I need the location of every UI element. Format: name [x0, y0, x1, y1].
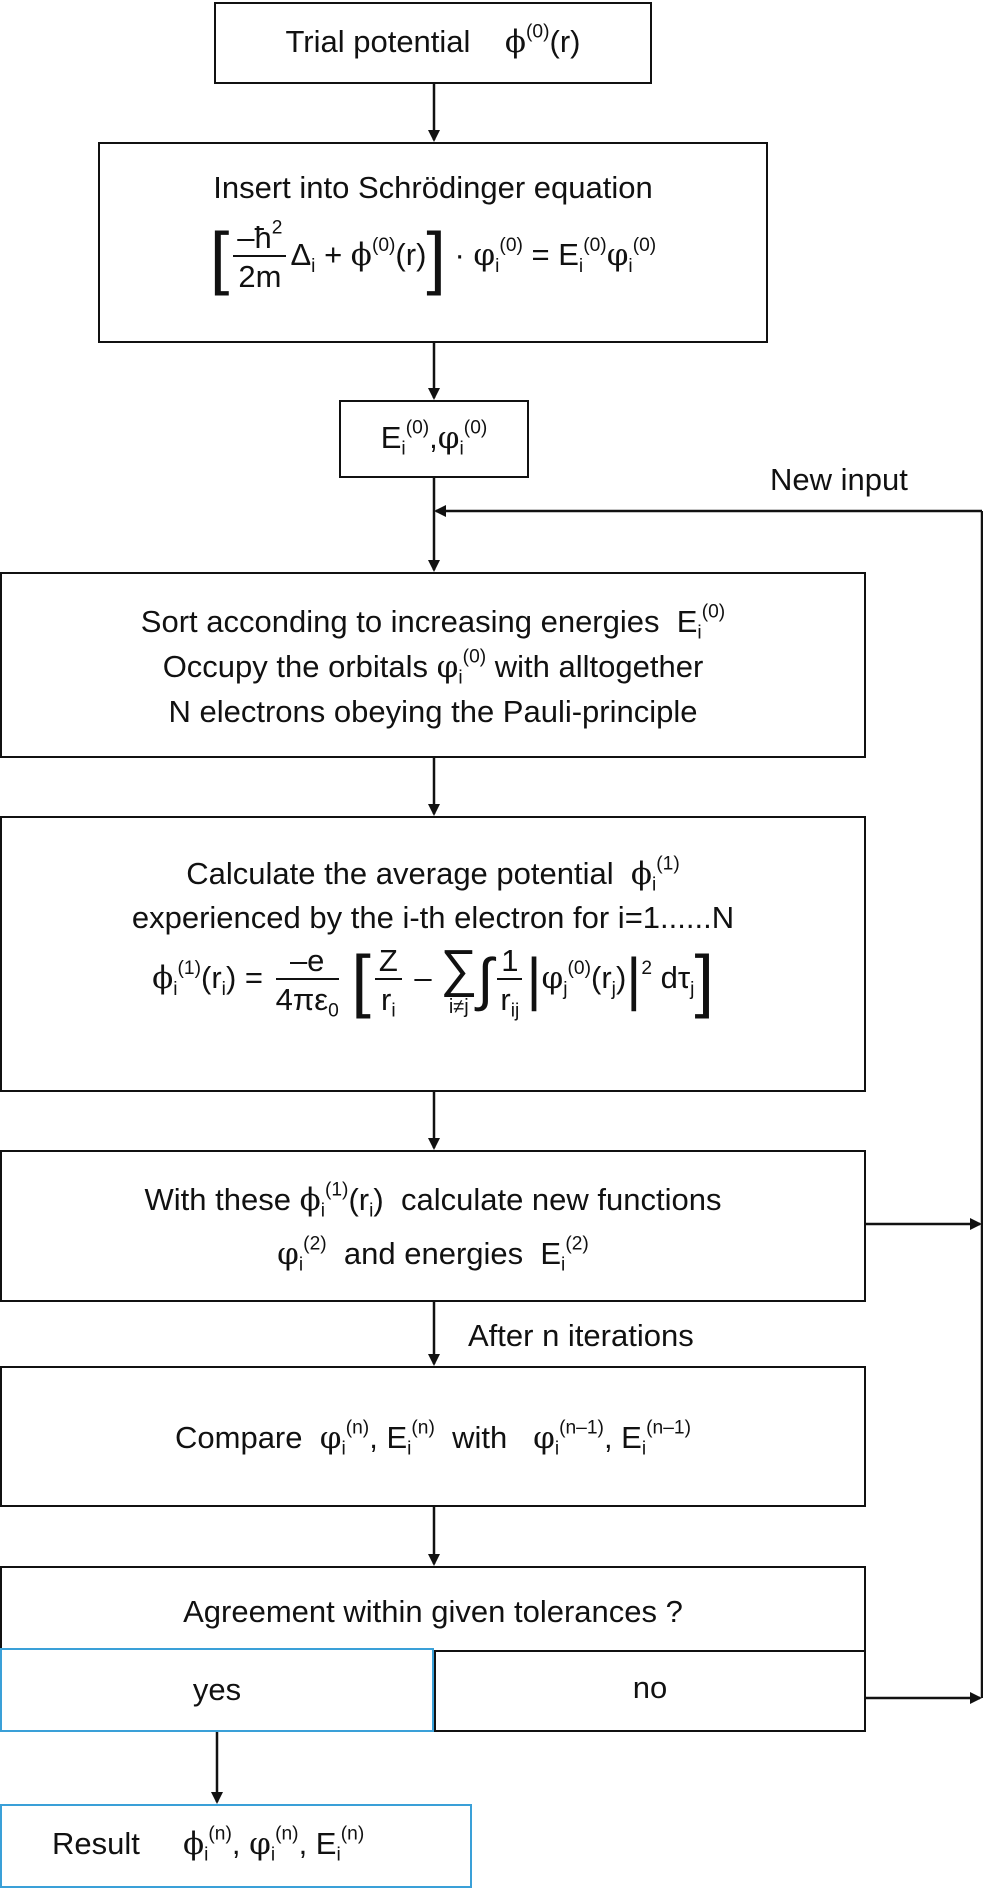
calc-line-2: experienced by the i-th electron for i=1…	[131, 900, 735, 935]
new-functions-line-1b: calculate new functions	[400, 1182, 722, 1217]
schrodinger-title: Insert into Schrödinger equation	[213, 170, 653, 205]
no-label: no	[632, 1670, 668, 1705]
yes-label: yes	[192, 1672, 242, 1707]
after-n-iterations-label: After n iterations	[468, 1318, 694, 1353]
calc-box: Calculate the average potential ϕi(1) ex…	[0, 816, 866, 1092]
initial-solution-box: Ei(0),φi(0)	[339, 400, 529, 478]
result-text: Result ϕi(n), φi(n), Ei(n)	[52, 1823, 365, 1866]
trial-potential-text: Trial potential ϕ(0)(r)	[216, 21, 650, 60]
compare-text: Compare φi(n), Ei(n) with φi(n–1), Ei(n–…	[175, 1417, 691, 1460]
sort-line-2: Occupy the orbitals φi(0) with alltogeth…	[162, 646, 704, 689]
new-functions-line-2-text: and energies	[343, 1236, 524, 1271]
trial-potential-box: Trial potential ϕ(0)(r)	[214, 2, 652, 84]
compare-with: with	[452, 1420, 508, 1455]
sort-line-2b-text: with alltogether	[494, 649, 704, 684]
new-input-label: New input	[770, 462, 908, 497]
agreement-center-divider	[434, 1650, 436, 1730]
yes-cell: yes	[0, 1648, 434, 1732]
new-functions-line-1a: With these	[144, 1182, 291, 1217]
sort-line-2a-text: Occupy the orbitals	[162, 649, 429, 684]
calc-line-1: Calculate the average potential ϕi(1)	[186, 853, 680, 896]
new-functions-line-2: φi(2) and energies Ei(2)	[277, 1233, 589, 1276]
trial-potential-label: Trial potential	[285, 24, 471, 59]
new-functions-line-1: With these ϕi(1)(ri) calculate new funct…	[144, 1179, 722, 1222]
initial-solution-text: Ei(0),φi(0)	[380, 417, 488, 460]
result-box: Result ϕi(n), φi(n), Ei(n)	[0, 1804, 472, 1888]
sort-line-1: Sort acconding to increasing energies Ei…	[140, 601, 726, 644]
sort-box: Sort acconding to increasing energies Ei…	[0, 572, 866, 758]
compare-label: Compare	[175, 1420, 303, 1455]
sort-line-1-text: Sort acconding to increasing energies	[140, 604, 660, 639]
calc-line-1-text: Calculate the average potential	[186, 856, 614, 891]
new-functions-box: With these ϕi(1)(ri) calculate new funct…	[0, 1150, 866, 1302]
agreement-question: Agreement within given tolerances ?	[183, 1594, 683, 1629]
result-label: Result	[52, 1826, 140, 1861]
sort-line-3: N electrons obeying the Pauli-principle	[168, 694, 698, 729]
compare-box: Compare φi(n), Ei(n) with φi(n–1), Ei(n–…	[0, 1366, 866, 1507]
trial-potential-formula: ϕ(0)(r)	[504, 21, 581, 60]
